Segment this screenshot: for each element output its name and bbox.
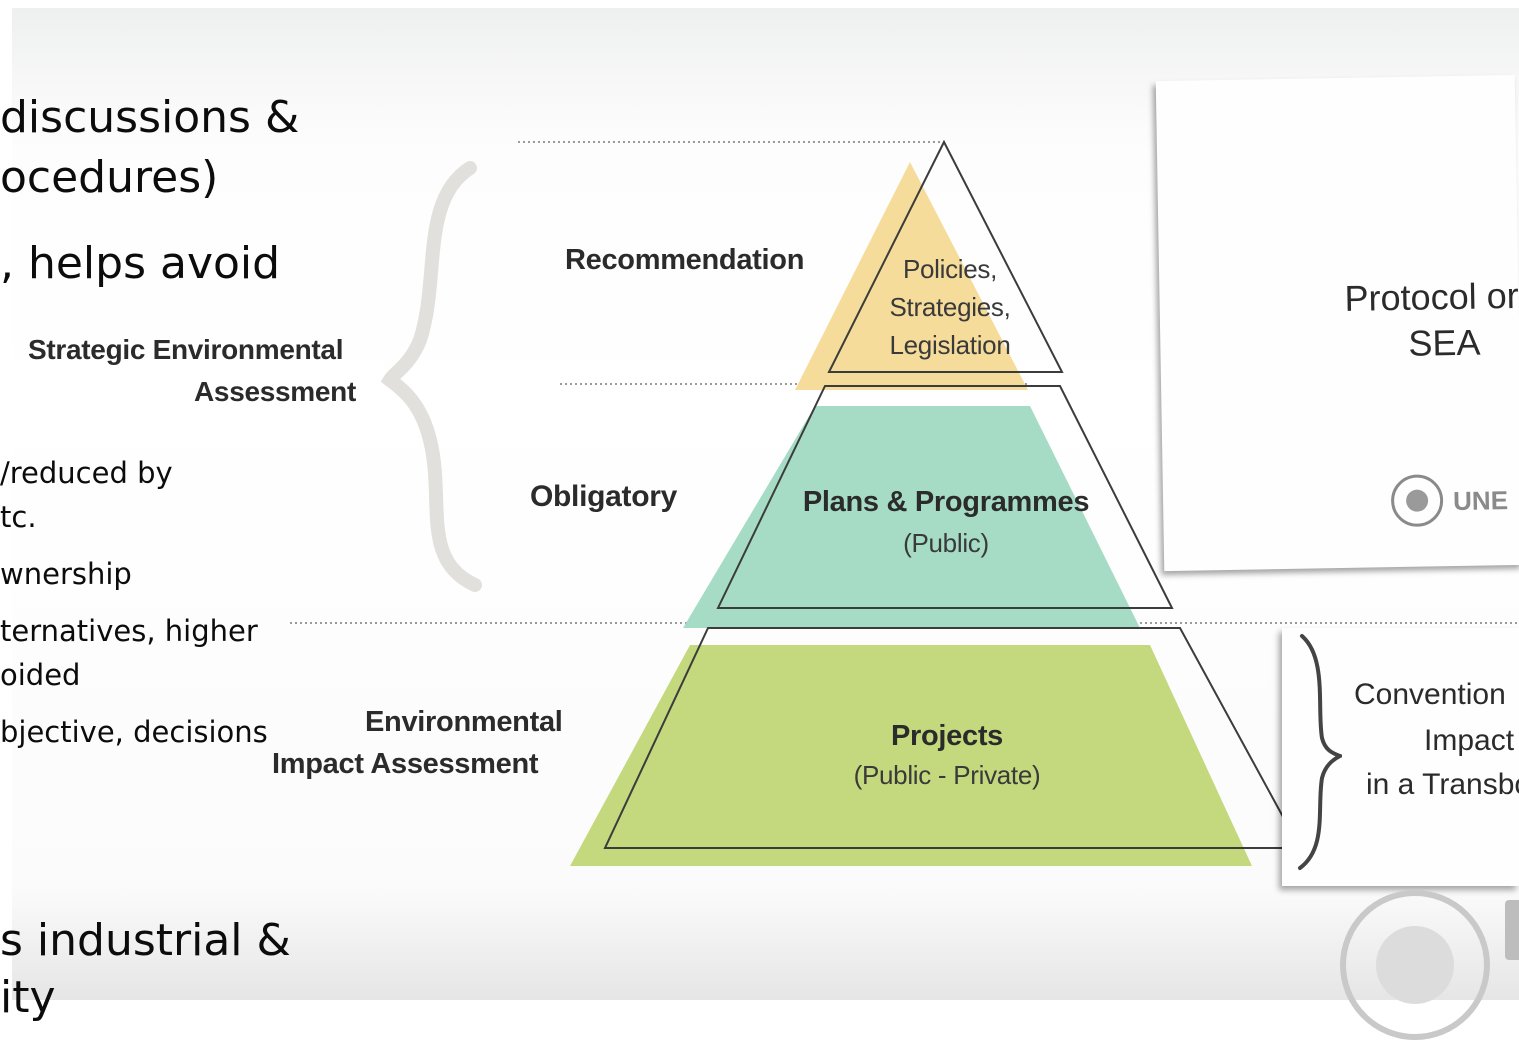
tier-mid-title: Plans & Programmes <box>802 486 1090 518</box>
convention-line1: Convention <box>1354 678 1506 711</box>
tier-top-line2: Strategies, <box>889 292 1011 322</box>
tier-bottom-title: Projects <box>890 720 1004 752</box>
text-line-procedures: ocedures) <box>0 152 219 203</box>
protocol-line2: SEA <box>1408 321 1481 364</box>
tier-top-line1: Policies, <box>902 254 998 284</box>
protocol-line1: Protocol or <box>1344 274 1519 319</box>
partial-logo-icon <box>1505 900 1519 960</box>
recommendation-label: Recommendation <box>565 244 805 276</box>
text-line-discussions: discussions & <box>0 92 300 143</box>
tier-top-outline <box>827 139 1064 373</box>
tier-bottom-fill <box>570 645 1252 866</box>
sea-brace <box>380 161 482 592</box>
text-bullet-objective: bjective, decisions <box>0 715 268 749</box>
sea-label-line2: Assessment <box>194 376 356 407</box>
convention-line2: Impact <box>1424 724 1515 757</box>
text-bullet-etc: tc. <box>0 500 37 534</box>
eia-label-line2: Impact Assessment <box>272 748 539 780</box>
un-wreath-icon <box>1340 890 1490 1040</box>
eia-label-line1: Environmental <box>365 706 563 738</box>
tier-mid-fill <box>683 406 1140 628</box>
sea-eia-pyramid-diagram <box>290 116 1519 866</box>
convention-card: Convention Impact in a Transbo <box>1282 628 1519 886</box>
tier-mid-outline <box>716 385 1174 609</box>
logo-text: UNE <box>1452 485 1509 517</box>
tier-top-label: Policies, Strategies, Legislation <box>865 250 1035 364</box>
text-bullet-ownership: wnership <box>0 557 132 591</box>
tier-bottom-subtitle: (Public - Private) <box>853 760 1041 790</box>
obligatory-label: Obligatory <box>530 480 678 513</box>
text-bullet-reduced: /reduced by <box>0 456 173 490</box>
convention-line3: in a Transbo <box>1366 768 1519 801</box>
text-line-helps-avoid: , helps avoid <box>0 238 281 289</box>
tier-top-line3: Legislation <box>889 330 1011 360</box>
protocol-card: Protocol or SEA UNE <box>1155 74 1519 572</box>
tier-top-fill <box>795 162 1028 390</box>
convention-brace <box>1298 634 1342 870</box>
text-line-industrial: s industrial & <box>0 915 291 966</box>
un-emblem-icon <box>1390 474 1444 528</box>
sea-label-line1: Strategic Environmental <box>28 334 344 365</box>
text-bullet-avoided: oided <box>0 658 81 692</box>
text-bullet-alternatives: ternatives, higher <box>0 614 258 648</box>
tier-mid-subtitle: (Public) <box>903 528 989 558</box>
